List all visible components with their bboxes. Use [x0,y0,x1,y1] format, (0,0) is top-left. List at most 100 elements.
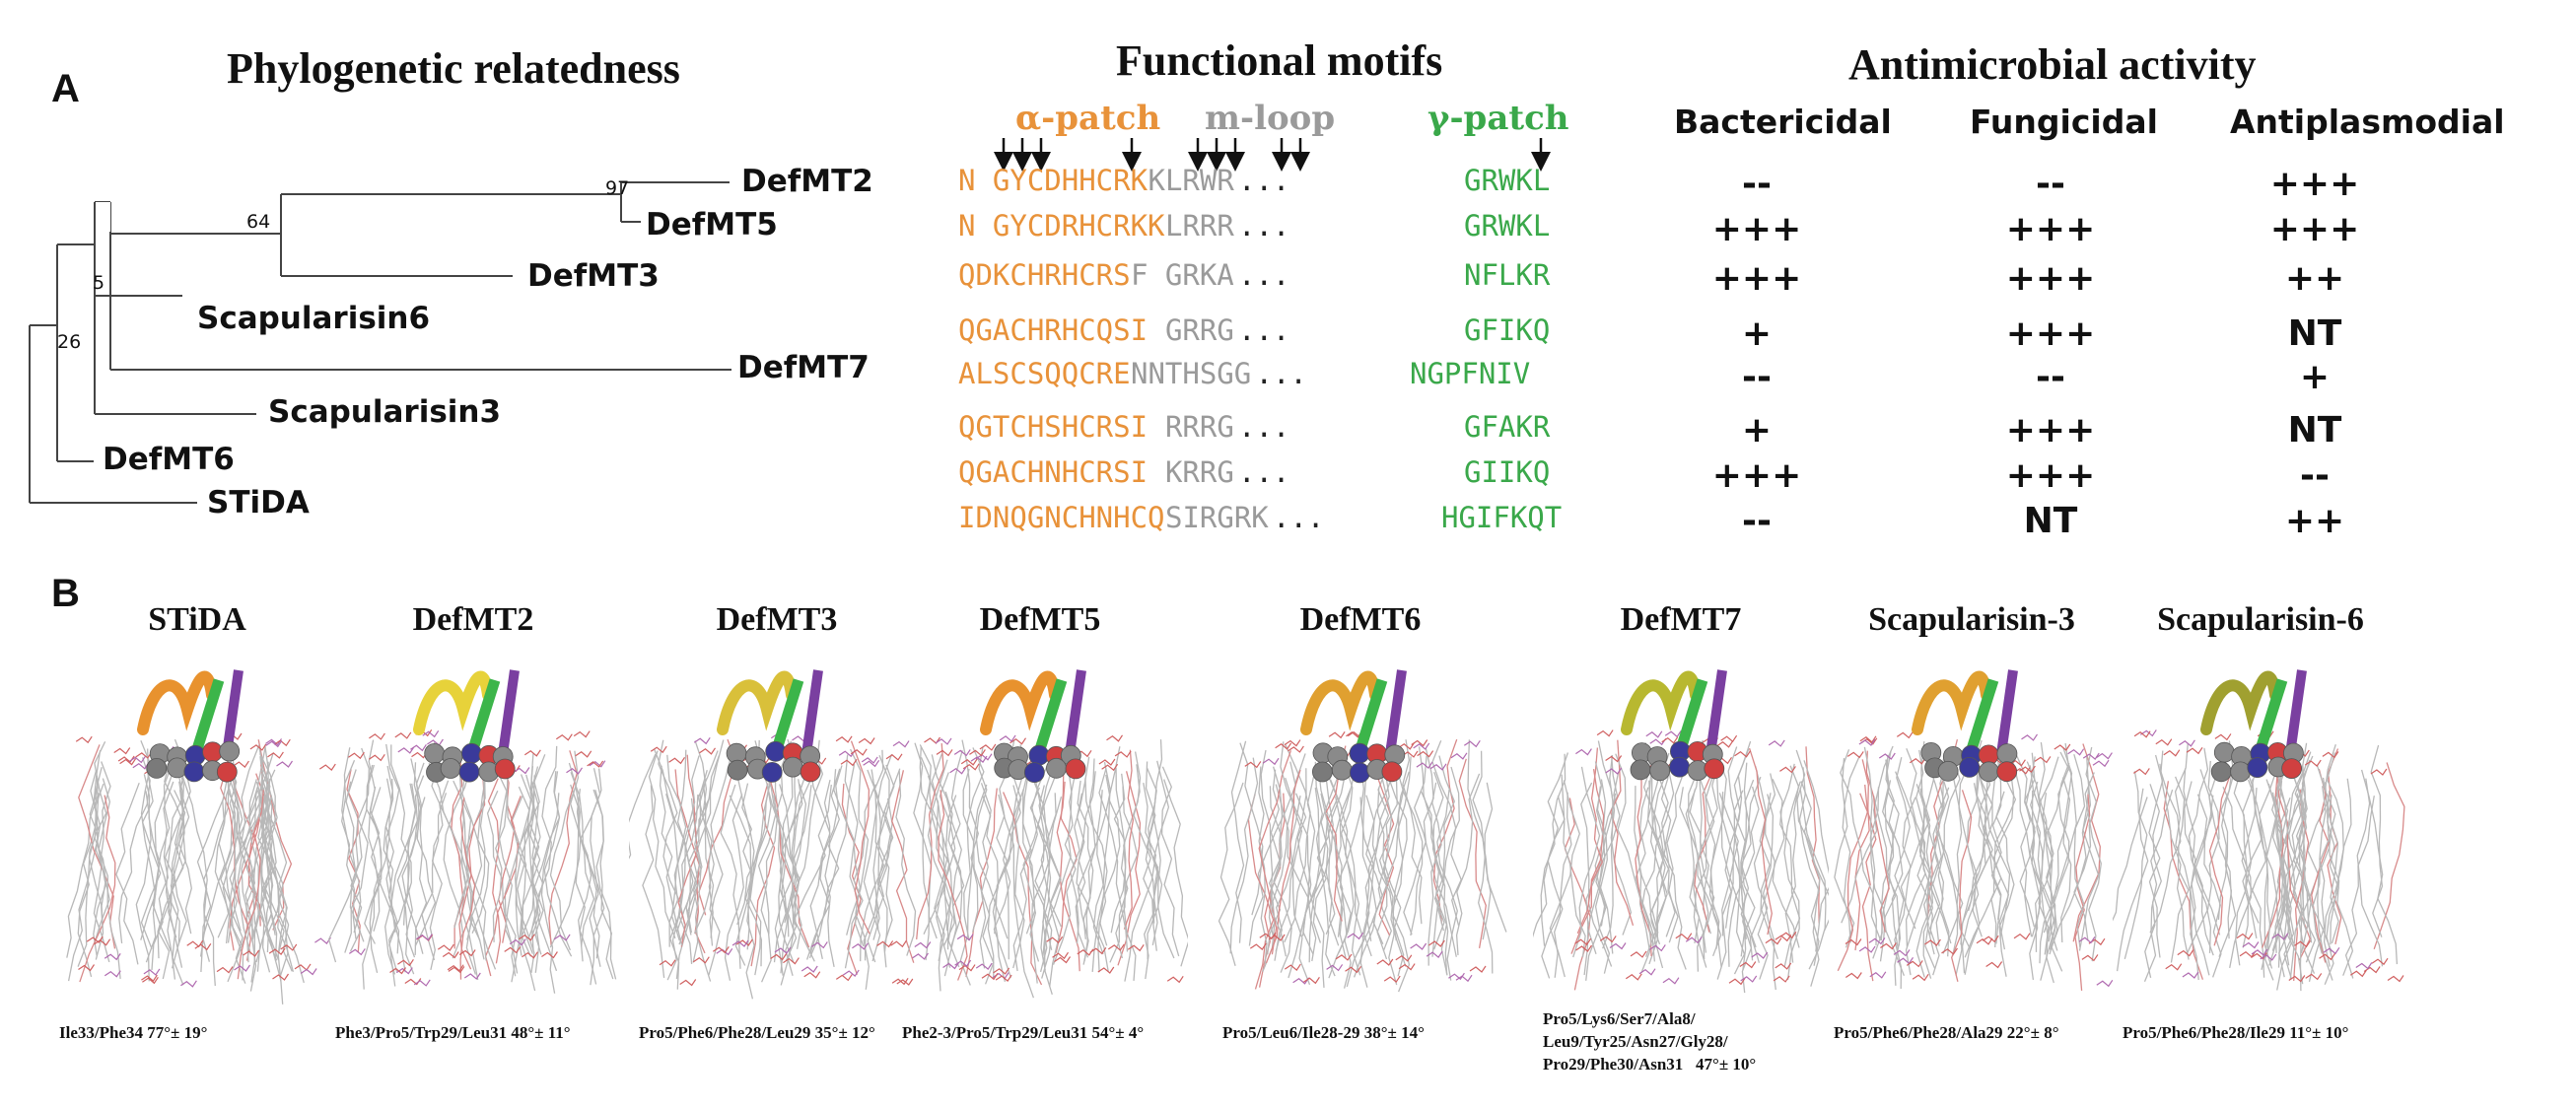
lipid-headgroup [1429,763,1447,771]
lipid-chain [895,770,917,956]
lipid-headgroup [1878,752,1896,760]
lipid-headgroup [810,941,828,949]
lipid-headgroup [1010,737,1026,745]
alpha-helix [1621,670,1702,735]
residue-sphere [2247,757,2268,779]
m-loop-seq: GRRG [1148,313,1234,347]
lipid-chain [1576,747,1604,935]
lipid-chain [214,756,233,943]
lipid-headgroup [2370,768,2388,776]
lipid-headgroup [1779,931,1797,939]
lipid-headgroup [2363,966,2381,974]
lipid-headgroup [2319,952,2335,961]
lipid-headgroup [117,755,135,763]
lipid-chain [823,779,835,968]
lipid-headgroup [575,750,592,758]
lipid-headgroup [2304,759,2322,767]
lipid-headgroup [969,749,986,757]
lipid-headgroup [1661,736,1679,744]
lipid-headgroup [659,959,676,967]
lipid-headgroup [2323,946,2340,955]
lipid-chain [1436,790,1458,981]
lipid-headgroup [863,759,880,768]
lipid-chain [1859,793,1877,982]
peptide-title: DefMT7 [1620,601,1742,638]
lipid-chain [1894,797,1916,990]
lipid-chain [1420,790,1449,975]
lipid-headgroup [1896,731,1914,739]
tree-leaf: DefMT6 [103,442,235,477]
membrane-model [1533,669,1829,994]
lipid-chain [1990,769,2015,948]
lipid-headgroup [2349,969,2367,978]
lipid-chain [709,754,732,946]
lipid-headgroup [522,951,538,959]
lipid-chain [200,782,230,973]
residue-sphere [1996,743,2018,764]
lipid-headgroup [1751,951,1769,959]
lipid-chain [2265,767,2286,952]
alpha-helix [1912,670,1992,735]
lipid-chain [1335,796,1364,988]
lipid-chain [1320,753,1340,946]
lipid-headgroup [104,970,121,978]
lipid-chain [2060,747,2073,943]
lipid-chain [916,743,944,939]
lipid-headgroup [553,934,571,941]
lipid-headgroup [1417,750,1434,758]
lipid-headgroup [2305,973,2323,981]
lipid-headgroup [835,735,853,743]
lipid-chain [263,795,305,984]
lipid-chain [2373,762,2405,950]
peptide-title: DefMT6 [1299,601,1422,638]
lipid-chain [1383,779,1407,967]
lipid-chain [2289,785,2306,980]
lipid-chain [676,739,725,933]
residue-sphere [494,758,516,780]
lipid-headgroup [731,939,749,947]
lipid-chain [2293,789,2310,982]
lipid-chain [464,777,497,970]
lipid-headgroup [912,952,929,960]
lipid-headgroup [1284,739,1301,747]
lipid-chain [913,742,938,939]
sequence-ellipsis: ... [1238,455,1290,489]
lipid-headgroup [852,942,869,950]
lipid-chain [1879,780,1897,962]
bactericidal-value: + [1741,410,1773,451]
lipid-chain [1895,771,1931,976]
lipid-chain [396,783,416,975]
lipid-chain [1145,761,1158,946]
lipid-chain [1585,793,1617,981]
lipid-headgroup [1845,938,1862,946]
lipid-headgroup [892,740,910,748]
lipid-chain [1055,769,1078,953]
lipid-headgroup [1845,972,1862,980]
lipid-headgroup [2019,765,2036,773]
lipid-headgroup [1976,937,1993,945]
lipid-headgroup [509,938,526,946]
lipid-chain [1247,794,1275,990]
lipid-chain [67,787,100,982]
lipid-chain [390,744,412,926]
lipid-chain [2308,786,2327,983]
lipid-chain [1402,739,1423,925]
membrane-model [327,669,617,994]
lipid-chain [594,790,617,980]
residue-sphere [1704,758,1725,780]
lipid-headgroup [885,753,903,761]
lipid-chain [1900,741,1931,930]
lipid-chain [1403,748,1434,936]
lipid-headgroup [1775,934,1792,942]
lipid-headgroup [679,979,697,987]
lipid-chain [1362,762,1390,957]
sequence-ellipsis: ... [1238,258,1290,292]
lipid-chain [1312,771,1347,943]
residue-sphere [424,743,446,764]
lipid-headgroup [1858,738,1876,746]
lipid-headgroup [1303,976,1320,985]
lipid-headgroup [1106,734,1123,742]
residue-sphere [219,740,241,762]
lipid-chain [782,755,802,949]
lipid-chain [860,769,884,962]
